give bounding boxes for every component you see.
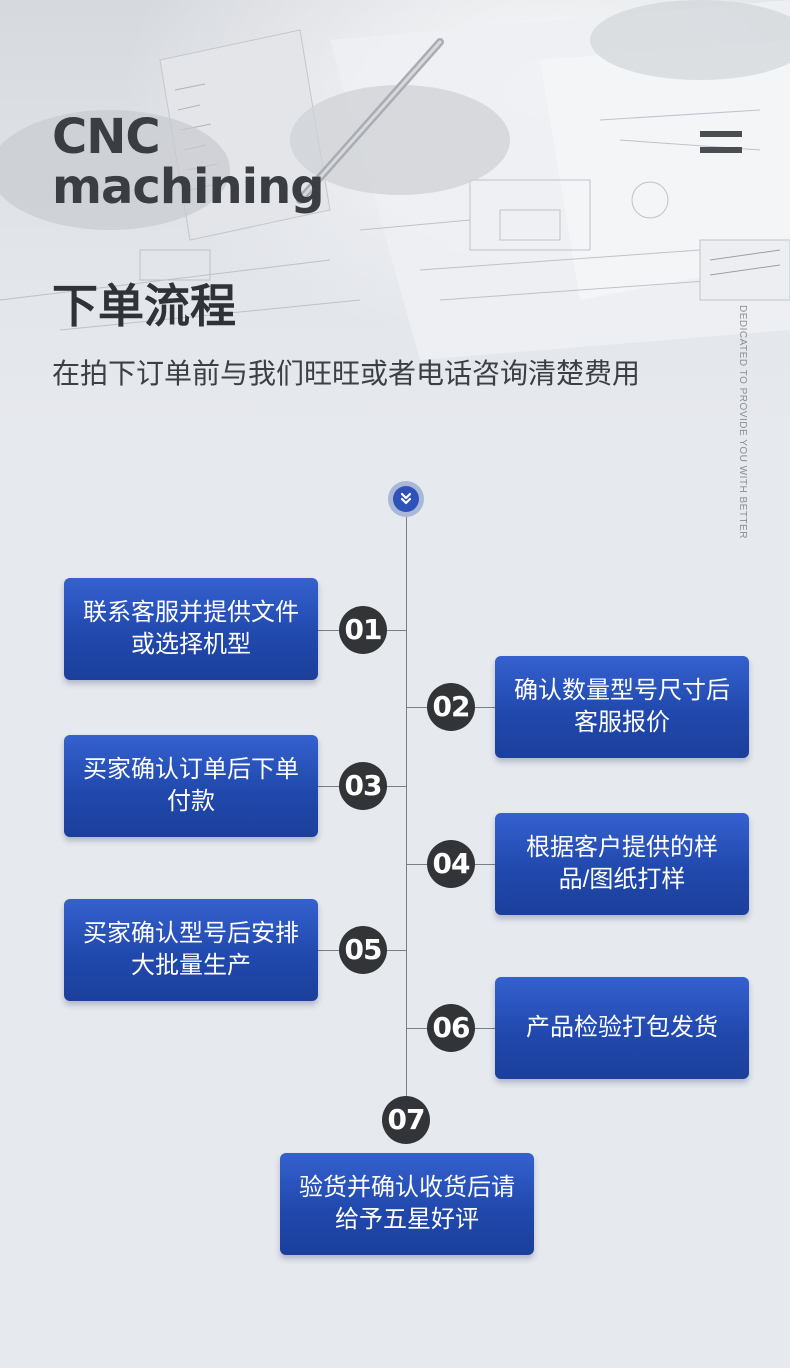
- step-card-03[interactable]: 买家确认订单后下单付款: [64, 735, 318, 837]
- step-number-07: 07: [382, 1096, 430, 1144]
- menu-icon[interactable]: [700, 131, 742, 155]
- step-number-04: 04: [427, 840, 475, 888]
- step-number-03: 03: [339, 762, 387, 810]
- step-number-01: 01: [339, 606, 387, 654]
- step-text-02: 确认数量型号尺寸后客服报价: [514, 677, 730, 736]
- timeline-start-marker: [388, 481, 424, 517]
- chevron-double-down-icon: [393, 486, 419, 512]
- step-text-06: 产品检验打包发货: [526, 1014, 718, 1041]
- blueprint-background-image: [0, 0, 790, 360]
- step-card-04[interactable]: 根据客户提供的样品/图纸打样: [495, 813, 749, 915]
- step-number-05: 05: [339, 926, 387, 974]
- step-card-01[interactable]: 联系客服并提供文件或选择机型: [64, 578, 318, 680]
- menu-bar-top: [700, 131, 742, 137]
- step-text-07: 验货并确认收货后请给予五星好评: [299, 1174, 515, 1233]
- step-text-05: 买家确认型号后安排大批量生产: [83, 920, 299, 979]
- step-card-06[interactable]: 产品检验打包发货: [495, 977, 749, 1079]
- hero-banner: [0, 0, 790, 430]
- step-text-03: 买家确认订单后下单付款: [83, 756, 299, 815]
- step-card-07[interactable]: 验货并确认收货后请给予五星好评: [280, 1153, 534, 1255]
- step-text-04: 根据客户提供的样品/图纸打样: [526, 834, 718, 893]
- brand-heading: CNC machining: [52, 109, 325, 215]
- step-card-05[interactable]: 买家确认型号后安排大批量生产: [64, 899, 318, 1001]
- step-card-02[interactable]: 确认数量型号尺寸后客服报价: [495, 656, 749, 758]
- step-number-06: 06: [427, 1004, 475, 1052]
- page-title: 下单流程: [52, 279, 236, 333]
- menu-bar-bottom: [700, 147, 742, 153]
- brand-line-cnc: CNC: [52, 109, 161, 165]
- timeline-axis: [406, 512, 407, 1098]
- step-number-02: 02: [427, 683, 475, 731]
- vertical-tagline: DEDICATED TO PROVIDE YOU WITH BETTER: [737, 305, 748, 539]
- brand-line-machining: machining: [52, 159, 325, 215]
- step-text-01: 联系客服并提供文件或选择机型: [83, 599, 299, 658]
- page-subtitle: 在拍下订单前与我们旺旺或者电话咨询清楚费用: [52, 358, 641, 389]
